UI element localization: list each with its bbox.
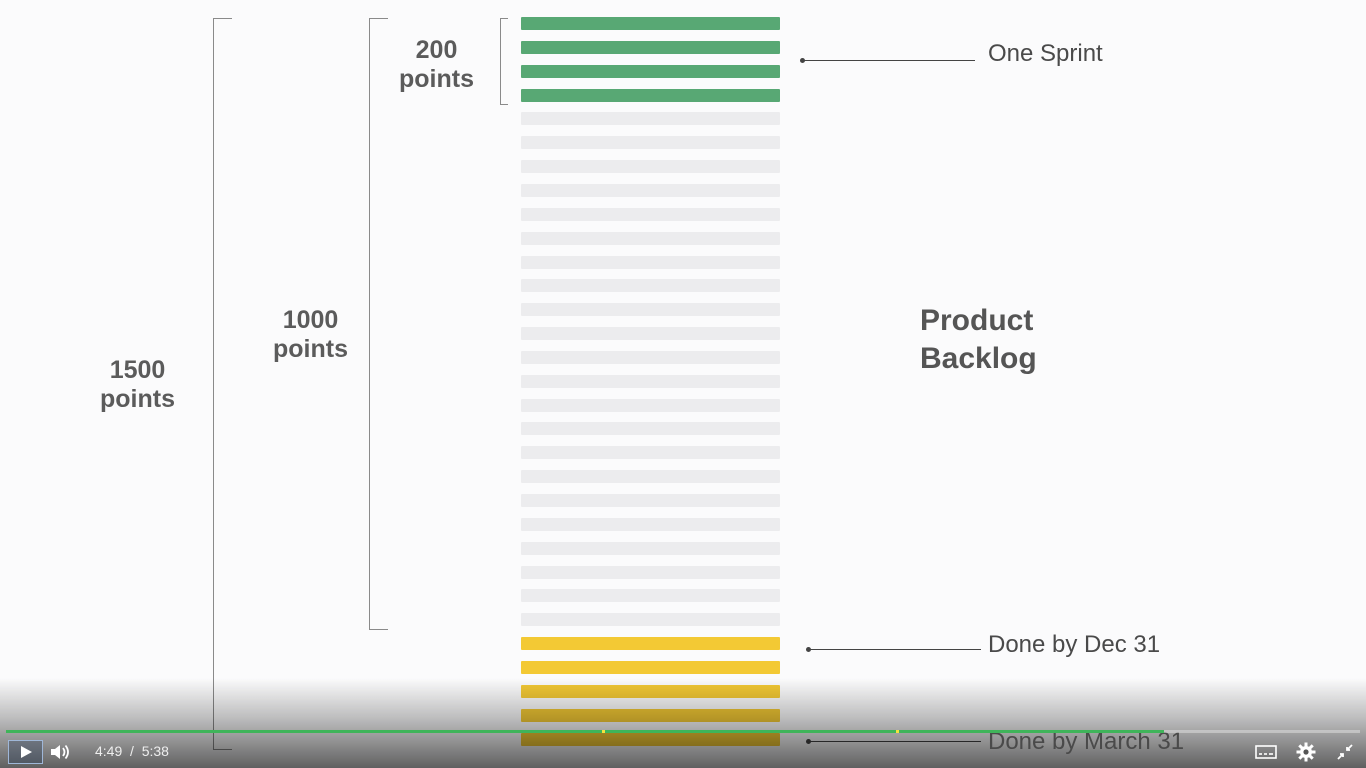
sprint-callout-line [803, 60, 975, 61]
progress-bar-fill [6, 730, 1164, 733]
sprint-callout-dot [800, 58, 805, 63]
grey-backlog-bar [521, 256, 780, 269]
player-controls: 4:49 / 5:38 [0, 736, 1366, 768]
volume-icon [51, 744, 69, 760]
green-backlog-bar [521, 17, 780, 30]
grey-backlog-bar [521, 542, 780, 555]
dec-callout-dot [806, 647, 811, 652]
grey-backlog-bar [521, 136, 780, 149]
play-button[interactable] [8, 740, 43, 764]
grey-backlog-bar [521, 279, 780, 292]
captions-icon [1255, 745, 1277, 759]
time-separator: / [130, 743, 134, 759]
grey-backlog-bar [521, 566, 780, 579]
sprint-points-label: 200 points [399, 36, 474, 93]
grey-backlog-bar [521, 470, 780, 483]
grey-backlog-bar [521, 327, 780, 340]
captions-button[interactable] [1254, 740, 1278, 764]
grey-backlog-bar [521, 589, 780, 602]
dec-callout-label: Done by Dec 31 [988, 631, 1161, 658]
total-bracket [213, 18, 232, 750]
product-backlog-title: Product Backlog [920, 304, 1037, 376]
exit-fullscreen-icon [1337, 744, 1353, 760]
settings-button[interactable] [1294, 740, 1318, 764]
grey-backlog-bar [521, 112, 780, 125]
grey-backlog-bar [521, 613, 780, 626]
gear-icon [1296, 742, 1316, 762]
sprint-bracket [500, 18, 508, 105]
current-time: 4:49 [95, 743, 123, 759]
grey-backlog-bar [521, 518, 780, 531]
exit-fullscreen-button[interactable] [1333, 740, 1357, 764]
dec-callout-line [809, 649, 981, 650]
yellow-backlog-bar [521, 685, 780, 698]
yellow-backlog-bar [521, 637, 780, 650]
grey-backlog-bar [521, 232, 780, 245]
grey-backlog-bar [521, 208, 780, 221]
subset-bracket [369, 18, 388, 630]
grey-backlog-bar [521, 375, 780, 388]
green-backlog-bar [521, 41, 780, 54]
time-display: 4:49 / 5:38 [95, 743, 169, 759]
play-icon [20, 746, 32, 758]
total-points-label: 1500 points [100, 356, 175, 413]
grey-backlog-bar [521, 494, 780, 507]
grey-backlog-bar [521, 446, 780, 459]
sprint-callout-label: One Sprint [988, 40, 1103, 67]
grey-backlog-bar [521, 422, 780, 435]
volume-button[interactable] [48, 740, 74, 764]
grey-backlog-bar [521, 351, 780, 364]
grey-backlog-bar [521, 160, 780, 173]
yellow-backlog-bar [521, 709, 780, 722]
grey-backlog-bar [521, 399, 780, 412]
chapter-marker [895, 730, 899, 733]
grey-backlog-bar [521, 303, 780, 316]
chapter-marker [601, 730, 605, 733]
progress-bar[interactable] [6, 730, 1360, 733]
subset-points-label: 1000 points [273, 306, 348, 363]
green-backlog-bar [521, 89, 780, 102]
yellow-backlog-bar [521, 661, 780, 674]
grey-backlog-bar [521, 184, 780, 197]
duration: 5:38 [141, 743, 169, 759]
green-backlog-bar [521, 65, 780, 78]
